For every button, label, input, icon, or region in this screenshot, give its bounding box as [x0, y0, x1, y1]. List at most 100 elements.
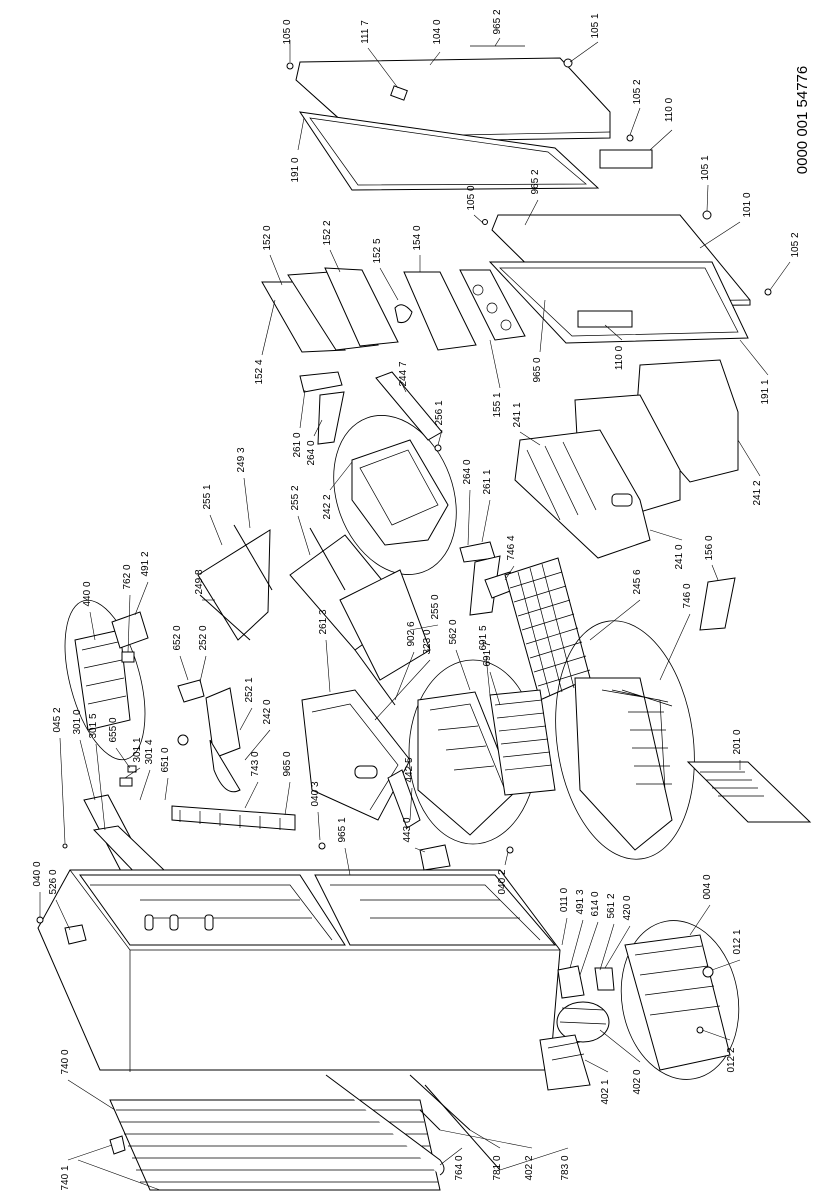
label: 255 2: [290, 485, 301, 510]
lamp-652-0: [177, 679, 205, 703]
shelf-trim-249-8: [199, 594, 251, 641]
label: 264 0: [462, 459, 473, 484]
drawer-241-0: [514, 429, 651, 559]
label: 244 7: [398, 361, 409, 386]
evaporator-691: [489, 689, 556, 796]
label: 255 1: [202, 484, 213, 509]
label: 105 2: [632, 79, 643, 104]
condensation-tray-402-1: [539, 1034, 591, 1091]
thermostat-491-2: [111, 611, 149, 649]
label: 241 2: [752, 480, 763, 505]
label: 402 0: [632, 1069, 643, 1094]
crisper-group-242-2: [333, 415, 457, 575]
label: 191 0: [290, 157, 301, 182]
lamp-252-1: [209, 739, 241, 793]
door-gasket-191-1: [488, 261, 749, 344]
foot-040-2: [506, 846, 514, 854]
label: 110 0: [614, 345, 625, 370]
screw-105-1-top: [563, 58, 573, 68]
clip-740-1: [109, 1135, 126, 1155]
freezer-door-assembly: [286, 45, 653, 191]
label: 440 0: [82, 581, 93, 606]
knob-762-0: [121, 651, 135, 663]
label: 491 2: [140, 551, 151, 576]
label: 152 0: [262, 225, 273, 250]
balcony-152-4: [261, 281, 346, 353]
cabinet-inner-bottom: [314, 874, 557, 946]
label: 152 5: [372, 238, 383, 263]
nameplate-526-0: [64, 924, 87, 945]
label: 965 2: [492, 9, 503, 34]
label: 301 4: [144, 739, 155, 764]
fan-motor-443-0: [419, 844, 451, 871]
bracket-264-0: [317, 391, 345, 445]
label: 965 1: [337, 817, 348, 842]
label: 301 0: [72, 709, 83, 734]
light-cover-252-0: [205, 687, 241, 759]
label: 152 4: [254, 359, 265, 384]
label: 105 0: [282, 19, 293, 44]
label: 154 0: [412, 225, 423, 250]
foot-040-3: [318, 842, 326, 850]
label: 252 0: [198, 625, 209, 650]
label: 261 1: [482, 469, 493, 494]
label: 323 0: [422, 629, 433, 654]
hinge-110-0-lower: [577, 310, 633, 328]
label: 245 6: [632, 569, 643, 594]
label: 105 0: [466, 185, 477, 210]
louver-743-0: [171, 805, 296, 831]
label: 191 1: [760, 379, 771, 404]
label: 040 3: [310, 781, 321, 806]
part-labels: 105 0 111 7 104 0 965 2 105 1 105 2 110 …: [32, 9, 801, 1190]
label: 242 0: [262, 699, 273, 724]
label: 004 0: [702, 874, 713, 899]
label: 301 1: [132, 737, 143, 762]
crisper-242-2: [351, 439, 449, 546]
bracket-261-0: [299, 371, 343, 393]
cover-244-7: [375, 371, 443, 441]
label: 242 2: [322, 494, 333, 519]
label: 101 0: [742, 192, 753, 217]
base-plate-group-004-0: [620, 920, 740, 1080]
screw-105-2-top: [626, 134, 634, 142]
label: 442 5: [404, 757, 415, 782]
screw-105-2-lower: [764, 288, 772, 296]
label: 110 0: [664, 97, 675, 122]
label: 040 0: [32, 861, 43, 886]
label: 105 1: [590, 13, 601, 38]
screw-256-1: [434, 444, 442, 452]
label: 965 0: [282, 751, 293, 776]
label: 256 1: [434, 400, 445, 425]
fridge-door-assembly: [482, 210, 772, 344]
cabinet-body: [36, 842, 561, 1072]
balcony-152-2: [324, 267, 399, 347]
leader-lines: [39, 37, 791, 1191]
label: 241 0: [674, 544, 685, 569]
drawer-handle: [611, 493, 633, 507]
freezer-evaporator-group-746-0: [555, 620, 695, 860]
shelf-255-1: [197, 529, 271, 641]
label: 443 0: [402, 817, 413, 842]
condenser-740-0: [109, 1099, 441, 1191]
label: 762 0: [122, 564, 133, 589]
label: 104 0: [432, 19, 443, 44]
back-cover-201-0: [686, 761, 812, 823]
label: 561 2: [606, 893, 617, 918]
pipe-783-0: [424, 1084, 501, 1171]
label: 743 0: [250, 751, 261, 776]
compressor-402-0: [556, 1001, 610, 1043]
door-balconies: [261, 267, 526, 353]
label: 965 2: [530, 169, 541, 194]
label: 746 4: [506, 535, 517, 560]
label: 783 0: [560, 1155, 571, 1180]
label: 402 2: [524, 1155, 535, 1180]
foot-012-1: [702, 966, 714, 978]
label: 764 0: [454, 1155, 465, 1180]
shelf-255-0: [339, 569, 431, 681]
label: 045 2: [52, 707, 63, 732]
label: 012 2: [726, 1047, 737, 1072]
label: 614 0: [590, 891, 601, 916]
light-assembly: [177, 679, 241, 793]
label: 105 2: [790, 232, 801, 257]
bracket-264-0-b: [469, 555, 501, 616]
